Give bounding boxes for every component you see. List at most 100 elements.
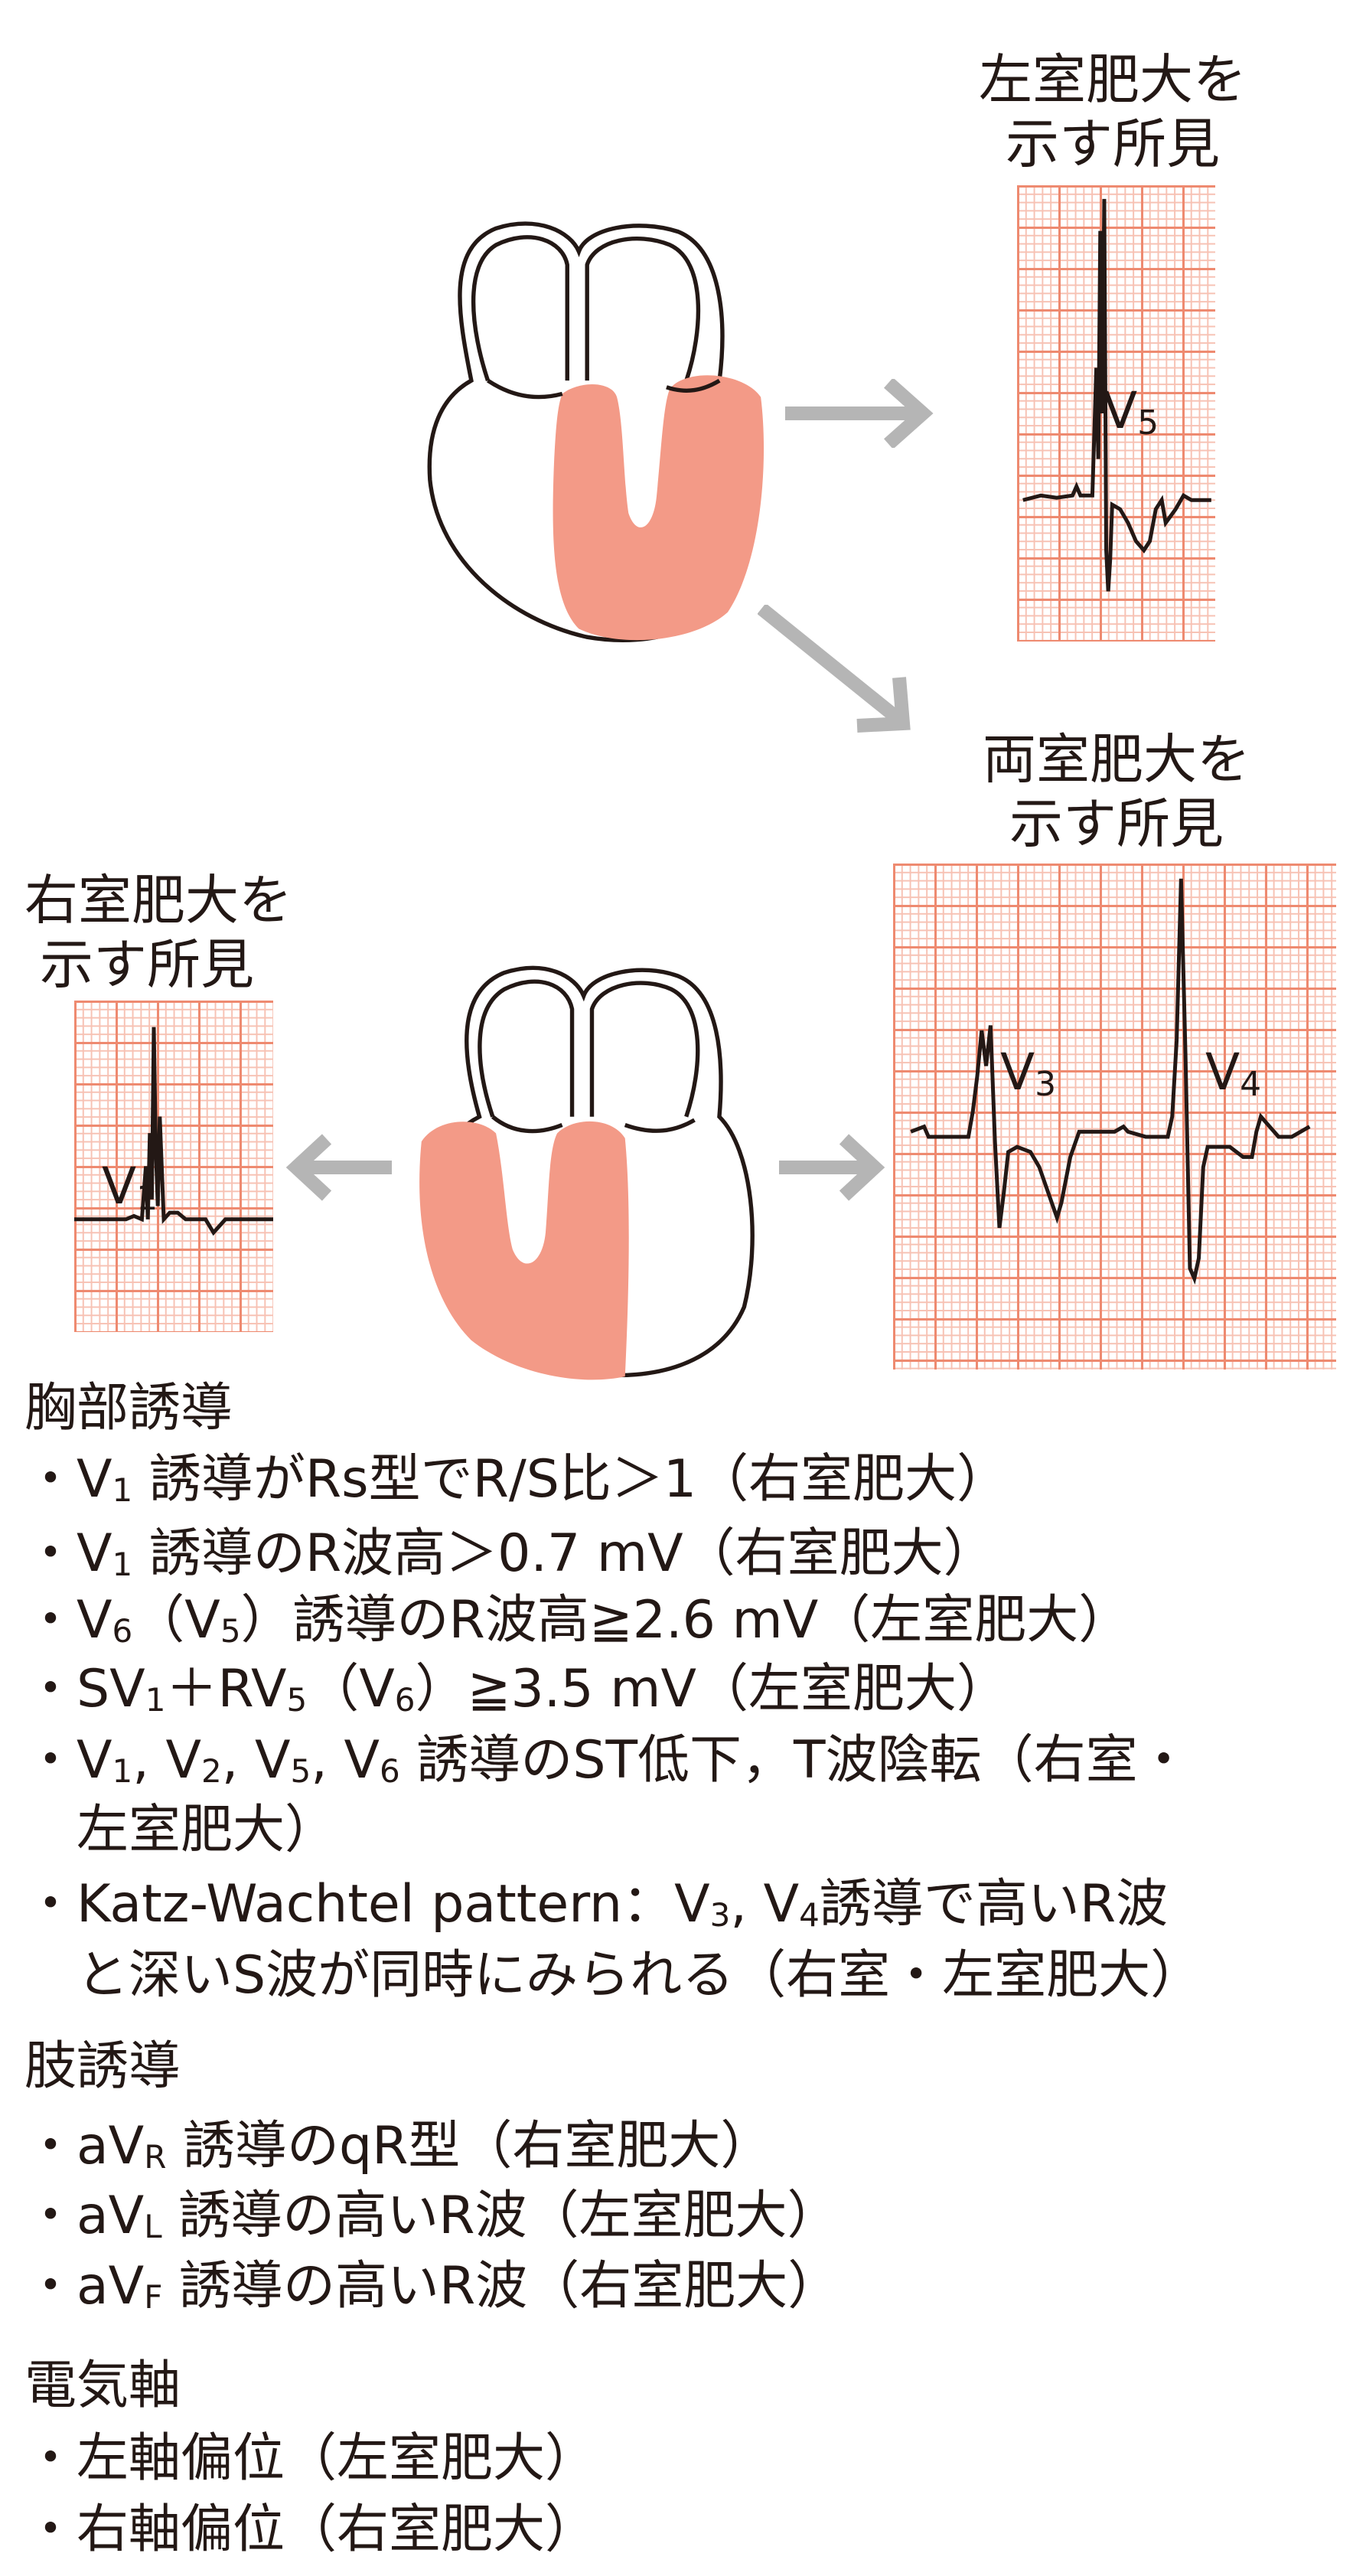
subscript: 6 (394, 1681, 416, 1719)
text-segment: ・ (24, 1874, 77, 1934)
rvh-title-line-1: 右室肥大を (24, 869, 292, 932)
lead-v5-main: V (1103, 381, 1138, 440)
lead-label-v1: V1 (102, 1161, 158, 1224)
rvh-title: 右室肥大を 示す所見 (24, 868, 315, 997)
lead-label-v4: V4 (1205, 1047, 1261, 1110)
lead-v3-main: V (1000, 1043, 1035, 1102)
bvh-title-line-2: 示す所見 (1009, 792, 1224, 855)
subscript: 1 (145, 1681, 166, 1719)
lvh-title: 左室肥大を 示す所見 (967, 47, 1258, 176)
text-segment: 誘導の高いR波（右室肥大） (162, 2256, 840, 2316)
left-ventricle-hypertrophy (553, 375, 765, 641)
text-segment: 誘導で高いR波 (819, 1874, 1169, 1934)
text-segment: , V (311, 1730, 380, 1791)
subscript: 1 (112, 1752, 133, 1790)
text-segment: , V (132, 1730, 202, 1791)
lead-v4-main: V (1205, 1043, 1240, 1102)
criteria-item: ・左軸偏位（左室肥大） (24, 2428, 597, 2489)
ecg-strip-v1: V1 (74, 1001, 273, 1332)
text-segment: aV (77, 2256, 145, 2316)
subscript: 1 (112, 1471, 133, 1509)
arrow-diagonal-to-bvh (758, 605, 911, 733)
text-segment: 右軸偏位（右室肥大） (77, 2499, 598, 2560)
left-atrium-outline (471, 235, 569, 382)
lead-v1-main: V (102, 1157, 137, 1216)
subscript: R (144, 2138, 167, 2176)
lead-v4-sub: 4 (1240, 1065, 1262, 1104)
text-segment: ・ (24, 1449, 77, 1510)
subscript: 5 (286, 1681, 308, 1719)
lvh-title-line-1: 左室肥大を (979, 48, 1247, 111)
subscript: L (144, 2208, 162, 2245)
right-ventricle-hypertrophy (419, 1121, 629, 1380)
section-heading: 胸部誘導 (24, 1378, 233, 1438)
lead-label-v3: V3 (1000, 1047, 1056, 1110)
text-segment: , V (221, 1730, 291, 1791)
criteria-item: ・V1 誘導がRs型でR/S比＞1（右室肥大） (24, 1449, 1009, 1521)
text-segment: aV (77, 2116, 145, 2176)
subscript: 1 (112, 1546, 133, 1583)
text-segment: （V (307, 1659, 395, 1719)
subscript: 4 (799, 1896, 820, 1934)
text-segment: SV (77, 1659, 145, 1719)
text-segment: 誘導がRs型でR/S比＞1（右室肥大） (132, 1449, 1009, 1510)
text-segment: ・ (24, 2428, 77, 2489)
criteria-item: ・V6（V5）誘導のR波高≧2.6 mV（左室肥大） (24, 1590, 1130, 1662)
text-segment: ）誘導のR波高≧2.6 mV（左室肥大） (240, 1590, 1131, 1650)
criteria-item: 左室肥大） (24, 1800, 337, 1861)
criteria-item: ・aVL 誘導の高いR波（左室肥大） (24, 2186, 839, 2258)
text-segment: ・ (24, 1659, 77, 1719)
text-segment: 誘導のST低下，T波陰転（右室・ (399, 1730, 1190, 1791)
right-atrium-outline (585, 237, 701, 382)
septum-line (487, 378, 721, 400)
right-atrium-outline (589, 981, 700, 1118)
heart-lvh-diagram (427, 221, 765, 643)
criteria-item: ・右軸偏位（右室肥大） (24, 2499, 597, 2561)
criteria-item: ・V1 誘導のR波高＞0.7 mV（右室肥大） (24, 1523, 996, 1595)
criteria-item: ・aVR 誘導のqR型（右室肥大） (24, 2116, 772, 2188)
subscript: 3 (709, 1896, 731, 1934)
text-segment: V (77, 1449, 112, 1510)
subscript: 5 (220, 1612, 241, 1650)
ecg-strip-v5: V5 (1017, 185, 1215, 642)
left-atrium-outline (478, 979, 575, 1118)
text-segment: ・ (24, 2256, 77, 2316)
text-segment: V (77, 1590, 112, 1650)
text-segment: 左室肥大） (24, 1800, 337, 1860)
bvh-title: 両室肥大を 示す所見 (967, 727, 1266, 856)
arrow-left-to-rvh (285, 1134, 392, 1201)
text-segment: 誘導の高いR波（左室肥大） (161, 2186, 839, 2246)
text-segment: 誘導のR波高＞0.7 mV（右室肥大） (132, 1523, 996, 1584)
text-segment: ）≧3.5 mV（左室肥大） (415, 1659, 1009, 1719)
ecg-trace-v3-v4 (893, 864, 1336, 1370)
ecg-strip-v3-v4: V3 V4 (893, 864, 1336, 1370)
text-segment: ・ (24, 2499, 77, 2560)
subscript: 2 (201, 1752, 222, 1790)
lead-v1-sub: 1 (136, 1179, 158, 1218)
criteria-item: ・Katz-Wachtel pattern：V3, V4誘導で高いR波 (24, 1874, 1168, 1946)
text-segment: 誘導のqR型（右室肥大） (166, 2116, 773, 2176)
text-segment: 左軸偏位（左室肥大） (77, 2428, 598, 2489)
lead-label-v5: V5 (1103, 386, 1159, 449)
lead-v3-sub: 3 (1035, 1065, 1057, 1104)
rvh-title-line-2: 示す所見 (40, 933, 254, 996)
criteria-item: ・aVF 誘導の高いR波（右室肥大） (24, 2256, 839, 2328)
text-segment: V (77, 1523, 112, 1584)
heart-rvh-diagram (419, 965, 755, 1380)
text-segment: ・ (24, 1730, 77, 1791)
arrow-right-to-lvh (785, 379, 934, 448)
subscript: 6 (112, 1612, 133, 1650)
bvh-title-line-1: 両室肥大を (983, 728, 1250, 791)
lead-v5-sub: 5 (1137, 403, 1159, 442)
lvh-title-line-2: 示す所見 (1006, 113, 1220, 175)
criteria-item: と深いS波が同時にみられる（右室・左室肥大） (24, 1945, 1202, 2006)
subscript: F (144, 2278, 163, 2316)
text-segment: ＋RV (165, 1659, 287, 1719)
section-heading: 肢誘導 (24, 2036, 181, 2097)
text-segment: と深いS波が同時にみられる（右室・左室肥大） (24, 1945, 1203, 2006)
text-segment: ・ (24, 2186, 77, 2246)
text-segment: （V (132, 1590, 220, 1650)
arrow-right-to-bvh (779, 1134, 885, 1201)
subscript: 6 (380, 1752, 400, 1790)
text-segment: aV (77, 2186, 145, 2246)
